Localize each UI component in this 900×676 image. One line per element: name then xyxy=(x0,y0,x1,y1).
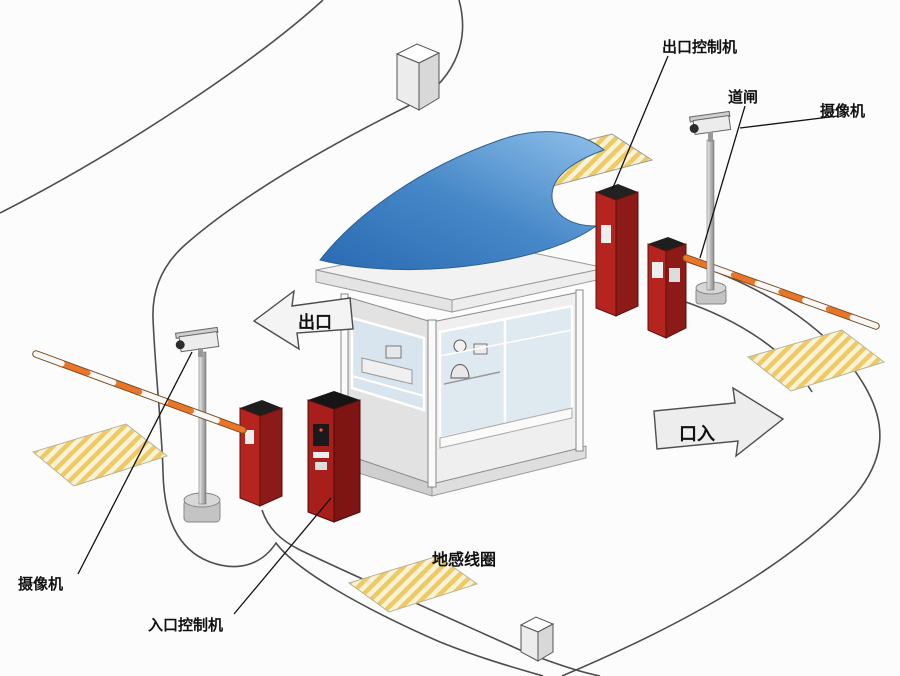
camera-left-mount xyxy=(198,348,203,357)
label-entrance-sign: 口入 xyxy=(679,424,715,445)
arm-seg xyxy=(85,370,117,386)
interior-person-head xyxy=(453,339,467,353)
barrier-cabinet-right-door xyxy=(669,268,680,282)
barrier-cabinet-right-side xyxy=(665,243,687,339)
camera-left-lens xyxy=(175,340,185,350)
label-barrier-gate: 道闸 xyxy=(728,88,758,106)
arm-seg xyxy=(778,289,808,304)
canopy xyxy=(319,131,605,271)
camera-left-unit xyxy=(174,326,220,353)
booth-roof xyxy=(315,239,607,313)
camera-right-unit xyxy=(688,110,732,136)
marker-post2-right-face xyxy=(537,623,554,662)
interior-monitor xyxy=(385,345,402,359)
label-exit-controller: 出口控制机 xyxy=(662,38,737,56)
entrance-machine-label-plate xyxy=(315,462,327,470)
road-edge-right-outer xyxy=(561,261,881,676)
camera-right-mount xyxy=(708,132,713,142)
booth-post-center xyxy=(427,319,437,488)
camera-right-lens xyxy=(689,124,699,134)
road-edge-inner-loop xyxy=(152,0,544,676)
entrance-machine-side xyxy=(333,399,361,523)
booth-window-left-sill xyxy=(351,375,425,397)
label-entrance-controller: 入口控制机 xyxy=(148,616,223,634)
arm-seg xyxy=(802,297,832,312)
ground-loop-pads xyxy=(31,329,886,613)
arm-seg xyxy=(683,255,713,270)
marker-post-right-face xyxy=(418,52,440,111)
label-camera-left: 摄像机 xyxy=(18,575,63,593)
leader-barrier-gate xyxy=(699,105,746,259)
barrier-cabinet-left-front xyxy=(239,407,261,507)
entrance-machine-led xyxy=(319,428,323,432)
booth-window-left-frame xyxy=(350,316,426,412)
barrier-cabinet-left-panel xyxy=(245,430,254,444)
camera-pole-left xyxy=(174,326,221,523)
barrier-cabinet-left-side xyxy=(259,407,283,507)
barrier-cabinet-right-front xyxy=(647,243,667,339)
label-camera-right: 摄像机 xyxy=(820,102,865,120)
interior-desk xyxy=(361,357,413,385)
marker-post-bottom xyxy=(519,616,555,662)
arm-seg xyxy=(162,398,195,414)
label-exit-sign: 出口 xyxy=(298,312,332,333)
booth-sill-band xyxy=(439,407,573,449)
booth-post-right xyxy=(575,289,584,452)
entrance-arrow-shape xyxy=(653,386,785,458)
ground-loop-pad-right xyxy=(746,329,886,392)
booth-window-right-transom xyxy=(439,329,573,357)
booth-interior xyxy=(361,339,501,385)
camera-pole-right xyxy=(688,110,732,305)
exit-machine-tall-panel xyxy=(601,225,611,243)
arm-seg xyxy=(754,280,784,295)
ground-loop-pad-left xyxy=(31,423,169,487)
guard-booth xyxy=(315,131,654,497)
entrance-machine-front xyxy=(307,399,335,523)
arm-seg xyxy=(214,417,246,433)
marker-post-top xyxy=(395,43,441,111)
leader-exit-controller xyxy=(611,55,669,191)
exit-arrow-shape xyxy=(252,289,354,351)
arm-seg xyxy=(33,351,65,367)
exit-controller-machines xyxy=(595,184,687,339)
leader-camera-left xyxy=(77,351,193,575)
arm-seg xyxy=(136,389,169,405)
pole-left xyxy=(198,351,207,505)
entrance-direction-arrow: 口入 xyxy=(653,386,785,458)
leader-camera-right xyxy=(739,115,839,129)
ground-loop-pad-bottom xyxy=(347,555,479,613)
arm-seg xyxy=(825,306,856,321)
road-edge-top-left xyxy=(0,0,324,214)
exit-direction-arrow: 出口 xyxy=(252,289,354,351)
leader-lines xyxy=(77,55,839,615)
barrier-arm-left xyxy=(32,350,247,434)
entrance-machine-slot xyxy=(313,452,329,458)
labels: 出口控制机 道闸 摄像机 摄像机 入口控制机 地感线圈 xyxy=(18,38,865,634)
barrier-cabinet-right-screen xyxy=(652,262,663,278)
interior-desk-line xyxy=(443,371,501,385)
arm-seg xyxy=(110,379,143,395)
leader-entrance-controller xyxy=(233,497,332,615)
arm-seg xyxy=(730,272,761,287)
arm-seg xyxy=(188,408,220,424)
label-ground-loop: 地感线圈 xyxy=(432,550,496,569)
exit-machine-tall-front xyxy=(595,191,617,317)
arm-seg xyxy=(849,314,879,329)
entrance-machine-screen xyxy=(313,424,329,446)
arm-seg xyxy=(59,360,91,376)
exit-machine-tall-side xyxy=(615,191,639,317)
